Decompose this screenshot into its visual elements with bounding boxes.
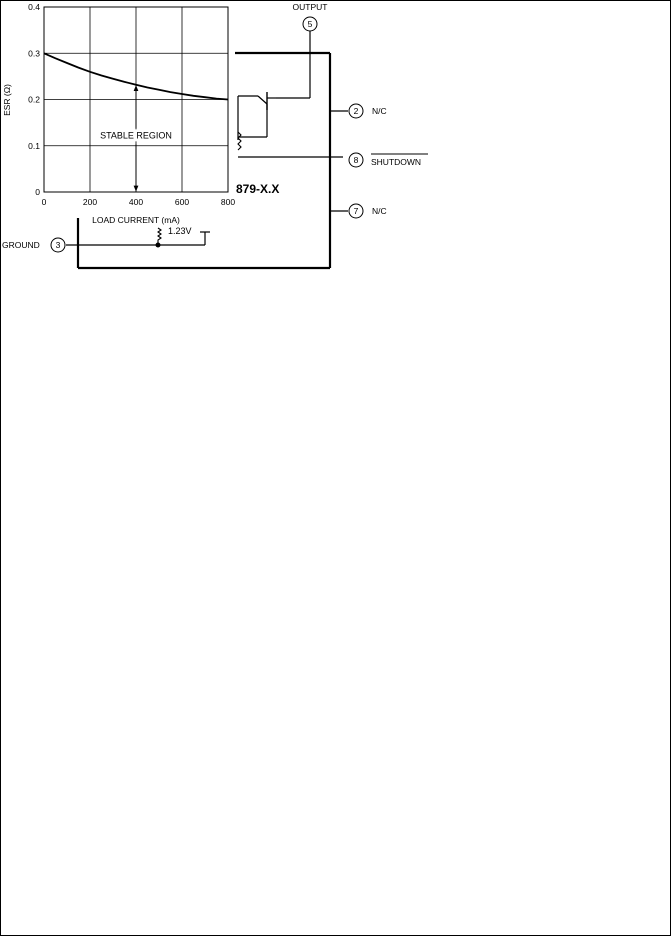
pin-3-number: 3 [56,240,61,250]
annotation-background [96,129,176,142]
pin-7: 7 N/C [348,203,387,219]
pin-8-number: 8 [354,155,359,165]
x-tick-label: 800 [221,197,235,207]
esr-chart: 0 200 400 600 800 0 0.1 0.2 0.3 0.4 STABLE REGIO… [2,2,235,225]
pin-2-name: N/C [372,106,387,116]
resistor-lower [157,227,162,245]
pin-3-name: GROUND [2,240,40,250]
y-tick-label: 0.4 [28,2,40,12]
ref-voltage-label: 1.23V [168,226,192,236]
y-tick-label: 0.3 [28,48,40,58]
pin-7-number: 7 [354,206,359,216]
pin-2: 2 N/C [348,103,387,119]
schematic [66,31,348,270]
pin-5-number: 5 [308,19,313,29]
pin-5: 5 OUTPUT [293,2,328,32]
pin-8: 8 SHUTDOWN [348,152,428,168]
y-tick-label: 0.1 [28,141,40,151]
y-tick-label: 0.2 [28,95,40,105]
part-label: 879-X.X [236,182,279,196]
pin-8-name: SHUTDOWN [371,157,421,167]
y-tick-labels: 0 0.1 0.2 0.3 0.4 [28,2,40,197]
x-tick-label: 200 [83,197,97,207]
x-tick-labels: 0 200 400 600 800 [42,197,236,207]
y-tick-label: 0 [35,187,40,197]
y-axis-label: ESR (Ω) [2,84,12,116]
pin-3: 3 GROUND [2,237,66,253]
resistor-upper [237,131,242,151]
pin-5-name: OUTPUT [293,2,328,12]
x-tick-label: 600 [175,197,189,207]
pin-2-number: 2 [354,106,359,116]
series-line [43,52,229,101]
stable-region-label: STABLE REGION [100,130,172,140]
x-tick-label: 0 [42,197,47,207]
transistor-emitter [257,95,268,105]
x-tick-label: 400 [129,197,143,207]
x-axis-label: LOAD CURRENT (mA) [92,215,180,225]
pin-7-name: N/C [372,206,387,216]
